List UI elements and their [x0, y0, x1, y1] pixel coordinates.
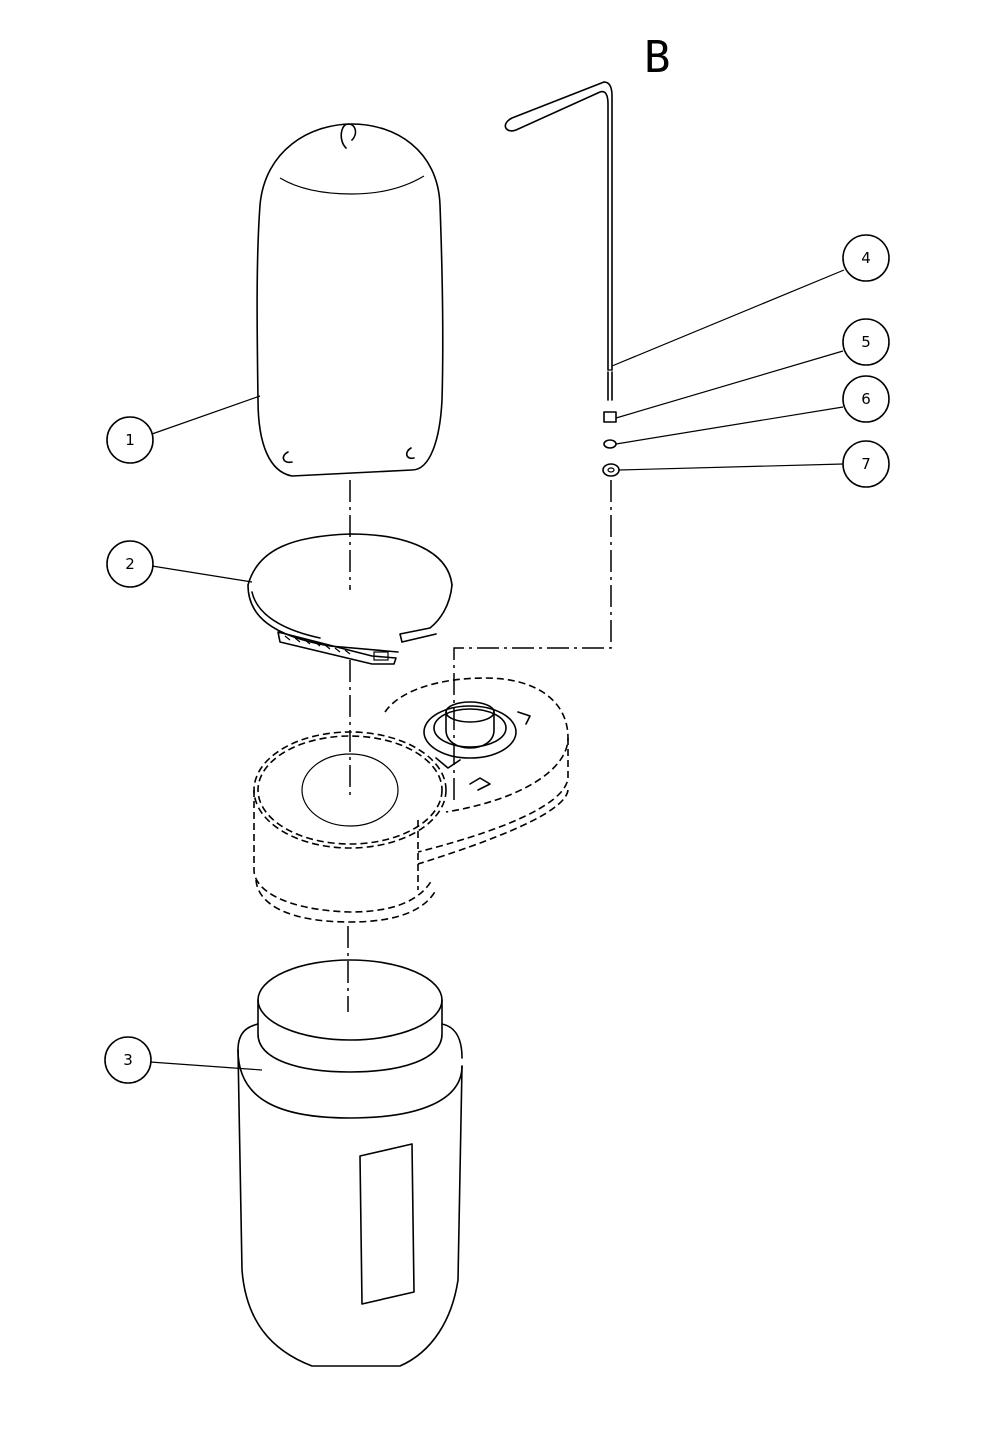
washer [603, 439, 617, 449]
callout-6-number: 6 [861, 390, 871, 408]
callout-6: 6 [842, 375, 890, 423]
callout-7: 7 [842, 440, 890, 488]
callout-3: 3 [104, 1036, 152, 1084]
callout-2: 2 [106, 540, 154, 588]
callout-2-number: 2 [125, 555, 135, 573]
collection-drum [237, 959, 463, 1367]
hook-rod [504, 81, 613, 401]
callout-5: 5 [842, 318, 890, 366]
lock-washer [602, 463, 620, 477]
callout-7-number: 7 [861, 455, 871, 473]
separator-lid [253, 677, 569, 923]
callout-1: 1 [106, 416, 154, 464]
callout-4: 4 [842, 234, 890, 282]
nut [603, 411, 617, 423]
sheet-label: B [644, 32, 671, 83]
filter-bag [256, 123, 444, 477]
leader-lines [149, 269, 845, 1071]
callout-5-number: 5 [861, 333, 871, 351]
callout-4-number: 4 [861, 249, 871, 267]
callout-3-number: 3 [123, 1051, 133, 1069]
assembly-center-lines [347, 480, 612, 1012]
callout-1-number: 1 [125, 431, 135, 449]
